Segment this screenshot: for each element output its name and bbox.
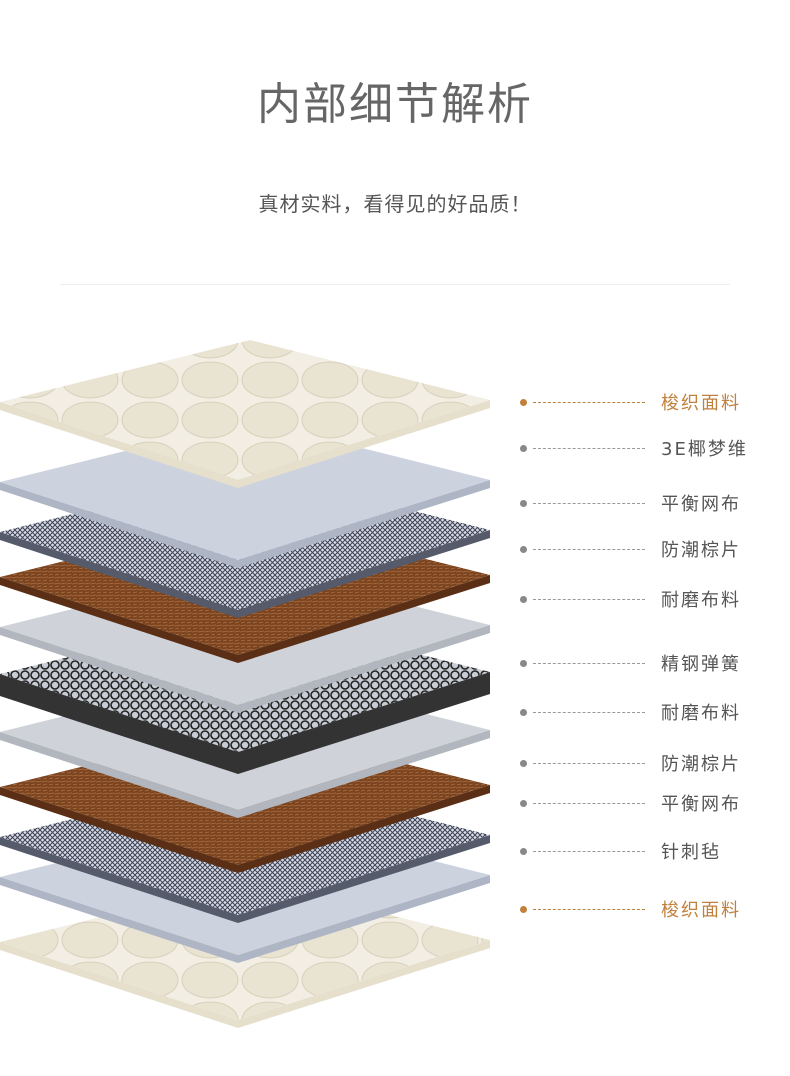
page-title: 内部细节解析 (0, 68, 790, 132)
title-main: 内部细节 (257, 79, 441, 130)
layer-quilted (0, 340, 490, 480)
layer-label-text: 平衡网布 (661, 494, 741, 515)
layer-label: 梭织面料 (520, 899, 741, 921)
dot-marker (520, 659, 527, 667)
dot-marker (520, 499, 527, 507)
layer-label-text: 梭织面料 (661, 393, 741, 414)
layer-label: 耐磨布料 (520, 589, 741, 611)
layer-label: 防潮棕片 (520, 539, 741, 561)
layer-label-text: 梭织面料 (661, 900, 741, 921)
dot-marker (520, 595, 527, 603)
dashed-leader-line (533, 850, 645, 852)
layer-label: 针刺毡 (520, 841, 721, 863)
layer-label-text: 耐磨布料 (661, 590, 741, 611)
layer-label: 平衡网布 (520, 493, 741, 515)
layer-label-text: 针刺毡 (661, 842, 721, 863)
layer-lightblue (0, 420, 490, 560)
dot-marker (520, 759, 527, 767)
dashed-leader-line (533, 802, 645, 804)
layer-label-text: 3E椰梦维 (661, 439, 748, 460)
dashed-leader-line (533, 908, 645, 910)
layer-label: 梭织面料 (520, 392, 741, 414)
dashed-leader-line (533, 662, 645, 664)
dashed-leader-line (533, 447, 645, 449)
layer-label: 防潮棕片 (520, 753, 741, 775)
layer-label-text: 平衡网布 (661, 794, 741, 815)
dashed-leader-line (533, 401, 645, 403)
layer-label-text: 耐磨布料 (661, 703, 741, 724)
dot-marker (520, 398, 527, 406)
layer-label-text: 精钢弹簧 (661, 654, 741, 675)
dot-marker (520, 444, 527, 452)
dot-marker (520, 847, 527, 855)
layer-label: 3E椰梦维 (520, 438, 748, 460)
dot-marker (520, 708, 527, 716)
layer-label: 精钢弹簧 (520, 653, 741, 675)
layer-label-text: 防潮棕片 (661, 540, 741, 561)
dashed-leader-line (533, 548, 645, 550)
dashed-leader-line (533, 762, 645, 764)
title-underlined: 解析 (441, 79, 533, 130)
dashed-leader-line (533, 598, 645, 600)
dashed-leader-line (533, 502, 645, 504)
layer-label-text: 防潮棕片 (661, 754, 741, 775)
dot-marker (520, 545, 527, 553)
layer-label: 耐磨布料 (520, 702, 741, 724)
dashed-leader-line (533, 711, 645, 713)
dot-marker (520, 905, 527, 913)
dot-marker (520, 799, 527, 807)
layer-label: 平衡网布 (520, 793, 741, 815)
layer-edge (0, 672, 490, 774)
subtitle: 真材实料，看得见的好品质！ (258, 192, 532, 216)
divider (60, 284, 730, 285)
